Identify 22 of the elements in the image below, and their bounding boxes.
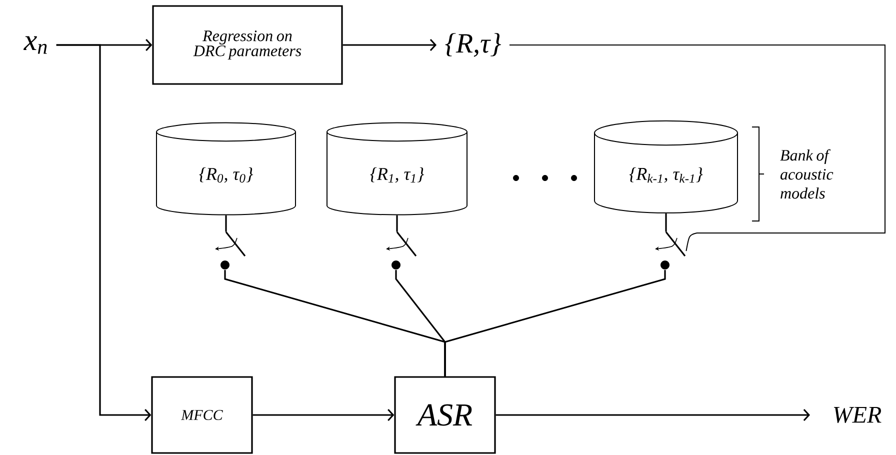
connector [252, 408, 394, 422]
connector [665, 213, 667, 232]
database-cylinder: {R$_{k-1}$, τ$_{k-1}$} [594, 120, 738, 214]
connector [496, 408, 810, 422]
switch-symbol [215, 232, 246, 270]
connector [342, 38, 437, 52]
connector [508, 44, 886, 252]
process-box: ASR [394, 376, 496, 454]
database-cylinder: {R$_{0}$, τ$_{0}$} [156, 122, 296, 216]
connector [56, 44, 152, 422]
switch-symbol [655, 232, 686, 270]
database-cylinder: {R$_{1}$, τ$_{1}$} [326, 122, 468, 216]
switch-symbol [386, 232, 417, 270]
symbol-text: {R,τ} [445, 33, 502, 57]
connector [225, 215, 227, 232]
symbol-text: x$_{n}$ [23, 36, 47, 54]
process-box: MFCC [151, 376, 253, 454]
side-label: Bank of acoustic models [780, 149, 834, 199]
process-box: Regression on DRC parameters [152, 5, 343, 85]
connector [396, 215, 398, 232]
connector [444, 270, 666, 376]
symbol-text: WER [834, 406, 882, 424]
